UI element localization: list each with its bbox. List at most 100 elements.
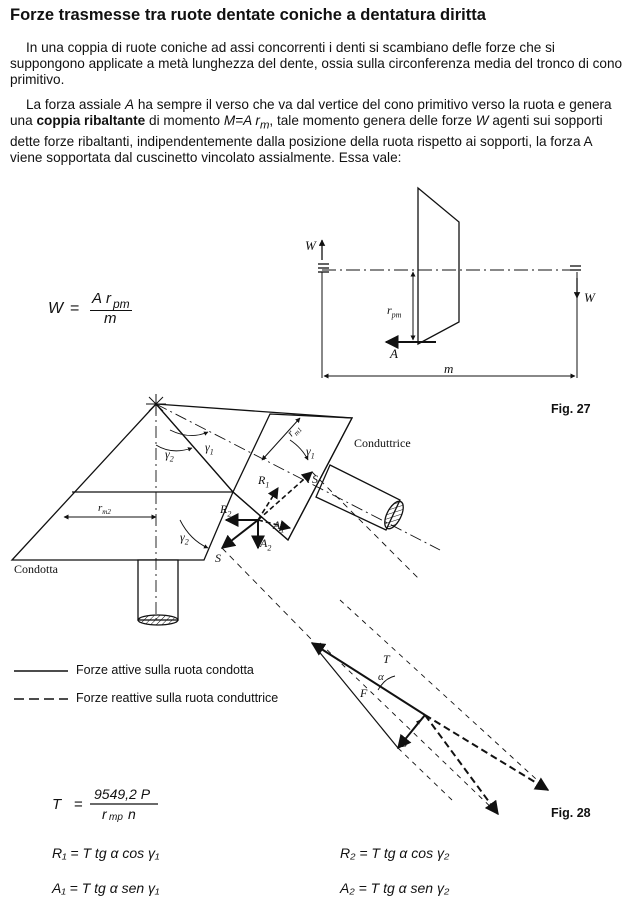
formula-W: W = A r pm m xyxy=(48,290,148,334)
fig27-caption: Fig. 27 xyxy=(551,402,591,416)
fig27-m-label: m xyxy=(444,361,454,376)
eq-A1: A₁ = T tg α sen γ₁ xyxy=(52,880,160,896)
paragraph-1-text: In una coppia di ruote coniche ad assi c… xyxy=(10,40,623,88)
fig28-A1-sub: 1 xyxy=(280,525,285,535)
fig28-gamma2-top-sub: 2 xyxy=(169,454,174,464)
p2-text-d: , tale momento genera delle forze xyxy=(269,113,476,129)
formula-W-num-r: r xyxy=(106,290,111,307)
p2-moment-sub: m xyxy=(259,119,270,132)
fig27-rpm-label: rpm xyxy=(387,303,401,319)
fig28-A2-sub: 2 xyxy=(267,543,272,553)
fig28-R1-label: R1 xyxy=(258,473,269,489)
fig28-gamma2-top-g: γ xyxy=(165,447,170,461)
fig28-construct-2 xyxy=(311,471,421,581)
fig28-A1-label: A1 xyxy=(273,518,284,534)
fig28-gamma1-right-g: γ xyxy=(306,444,311,458)
fig28-T-reaction-arrow xyxy=(424,714,550,791)
fig27-A-label: A xyxy=(390,346,398,361)
eq-T: T = 9549,2 P r mp n xyxy=(52,786,172,830)
fig28-T-arrow xyxy=(310,642,426,716)
fig27-rpm-sub: pm xyxy=(391,310,402,320)
fig28-R2-letter: R xyxy=(220,502,228,516)
eq-T-den-r: r xyxy=(102,806,107,822)
fig28-gamma2-arc-top xyxy=(155,444,193,452)
fig28-R2-sub: 2 xyxy=(227,509,232,519)
p2-W: W xyxy=(475,113,489,129)
fig28-rm1-dim xyxy=(261,417,301,461)
eq-A2: A₂ = T tg α sen γ₂ xyxy=(340,880,450,896)
legend-solid-label: Forze attive sulla ruota condotta xyxy=(76,663,254,677)
fig28-gamma2-bot-sub: 2 xyxy=(184,537,189,547)
fig28-drawing xyxy=(10,394,550,816)
fig28-driven-shaft xyxy=(137,559,179,621)
fig28-gamma2-label-bottom: γ2 xyxy=(180,530,189,546)
fig28-R2-label: R2 xyxy=(220,502,231,518)
fig28-S-driven-label: S xyxy=(215,551,221,565)
formula-W-fraction-bar xyxy=(90,310,132,312)
p2-A: A xyxy=(125,97,135,112)
legend-dashed-label: Forze reattive sulla ruota conduttrice xyxy=(76,691,279,705)
fig28-R1-arrow xyxy=(257,487,279,521)
fig28-gamma1-right-sub: 1 xyxy=(310,451,315,461)
fig28-construct-4 xyxy=(339,599,549,791)
fig28-F-arrow xyxy=(397,719,421,749)
p2-moment: M=A r xyxy=(223,113,260,129)
section-title: Forze trasmesse tra ruote dentate conich… xyxy=(10,6,486,24)
formula-W-lhs: W xyxy=(48,300,64,317)
eq-R2: R₂ = T tg α cos γ₂ xyxy=(340,845,450,861)
fig28-driver-face xyxy=(232,413,354,542)
fig28-R1-letter: R xyxy=(258,473,266,487)
fig28-F-line xyxy=(311,642,399,749)
fig28-T-label: T xyxy=(383,652,390,666)
p2-text-e: agenti sui sopporti dette forze ribaltan… xyxy=(10,113,603,166)
fig28-construct-3 xyxy=(397,747,453,801)
fig27-rpm-r: r xyxy=(387,303,392,317)
fig28-alpha-arc xyxy=(377,675,396,691)
fig27-gear xyxy=(417,186,460,346)
fig28-condotta-label: Condotta xyxy=(14,562,58,576)
p2-text-c: di momento xyxy=(145,113,224,129)
fig28-S-driver-arrow xyxy=(257,471,313,521)
fig28-driven-cone xyxy=(10,403,234,561)
fig28-gamma2-arc-bottom xyxy=(179,519,209,549)
fig28-S-driver-label: S xyxy=(312,472,318,486)
fig28-gamma1-arc-right xyxy=(289,439,309,461)
fig28-construct-1 xyxy=(221,547,313,641)
fig28-gamma2-bot-g: γ xyxy=(180,530,185,544)
fig28-alpha-label: α xyxy=(378,671,384,683)
formula-W-den: m xyxy=(104,310,117,327)
fig28-A2-label: A2 xyxy=(260,536,271,552)
fig28-rm2-sub: m2 xyxy=(102,508,111,517)
p2-text-a: La forza assiale xyxy=(26,97,125,112)
eq-T-equals: = xyxy=(74,796,83,813)
fig27-W-right-label: W xyxy=(584,290,595,305)
fig28-A1-arrow xyxy=(257,519,292,531)
paragraph-2: La forza assiale A ha sempre il verso ch… xyxy=(10,97,628,167)
p2-bold: coppia ribaltante xyxy=(36,113,146,129)
fig28-R1-sub: 1 xyxy=(265,480,270,490)
fig28-rm2-r: r xyxy=(98,502,103,514)
fig28-gamma1-top-g: γ xyxy=(205,440,210,454)
fig27-W-left-label: W xyxy=(305,238,316,253)
fig28-S-driven-arrow xyxy=(220,519,259,549)
eq-R1: R₁ = T tg α cos γ₁ xyxy=(52,845,160,861)
fig28-S-label: S xyxy=(401,736,407,750)
fig28-driven-shaft-end xyxy=(137,614,179,626)
formula-W-eq: = xyxy=(70,300,80,317)
eq-T-den-n: n xyxy=(128,806,136,822)
formula-W-num-A: A xyxy=(92,290,103,307)
fig28-F-label: F xyxy=(360,686,368,700)
paragraph-1: In una coppia di ruote coniche ad assi c… xyxy=(10,40,628,89)
fig27-drawing xyxy=(318,186,581,379)
fig28-driver-shaft xyxy=(315,464,401,531)
p2-text-b: ha sempre il verso che va dal vertice de… xyxy=(10,97,612,129)
fig28-rm2-label: rm2 xyxy=(98,502,111,516)
fig28-gamma2-label-top: γ2 xyxy=(165,447,174,463)
fig28-A1-letter: A xyxy=(273,518,281,532)
fig28-driver-axis xyxy=(155,403,441,551)
eq-T-den-sub: mp xyxy=(109,812,123,823)
fig28-driver-shaft-end xyxy=(384,500,404,530)
formula-W-num-sub: pm xyxy=(113,297,130,311)
fig28-caption: Fig. 28 xyxy=(551,806,591,820)
